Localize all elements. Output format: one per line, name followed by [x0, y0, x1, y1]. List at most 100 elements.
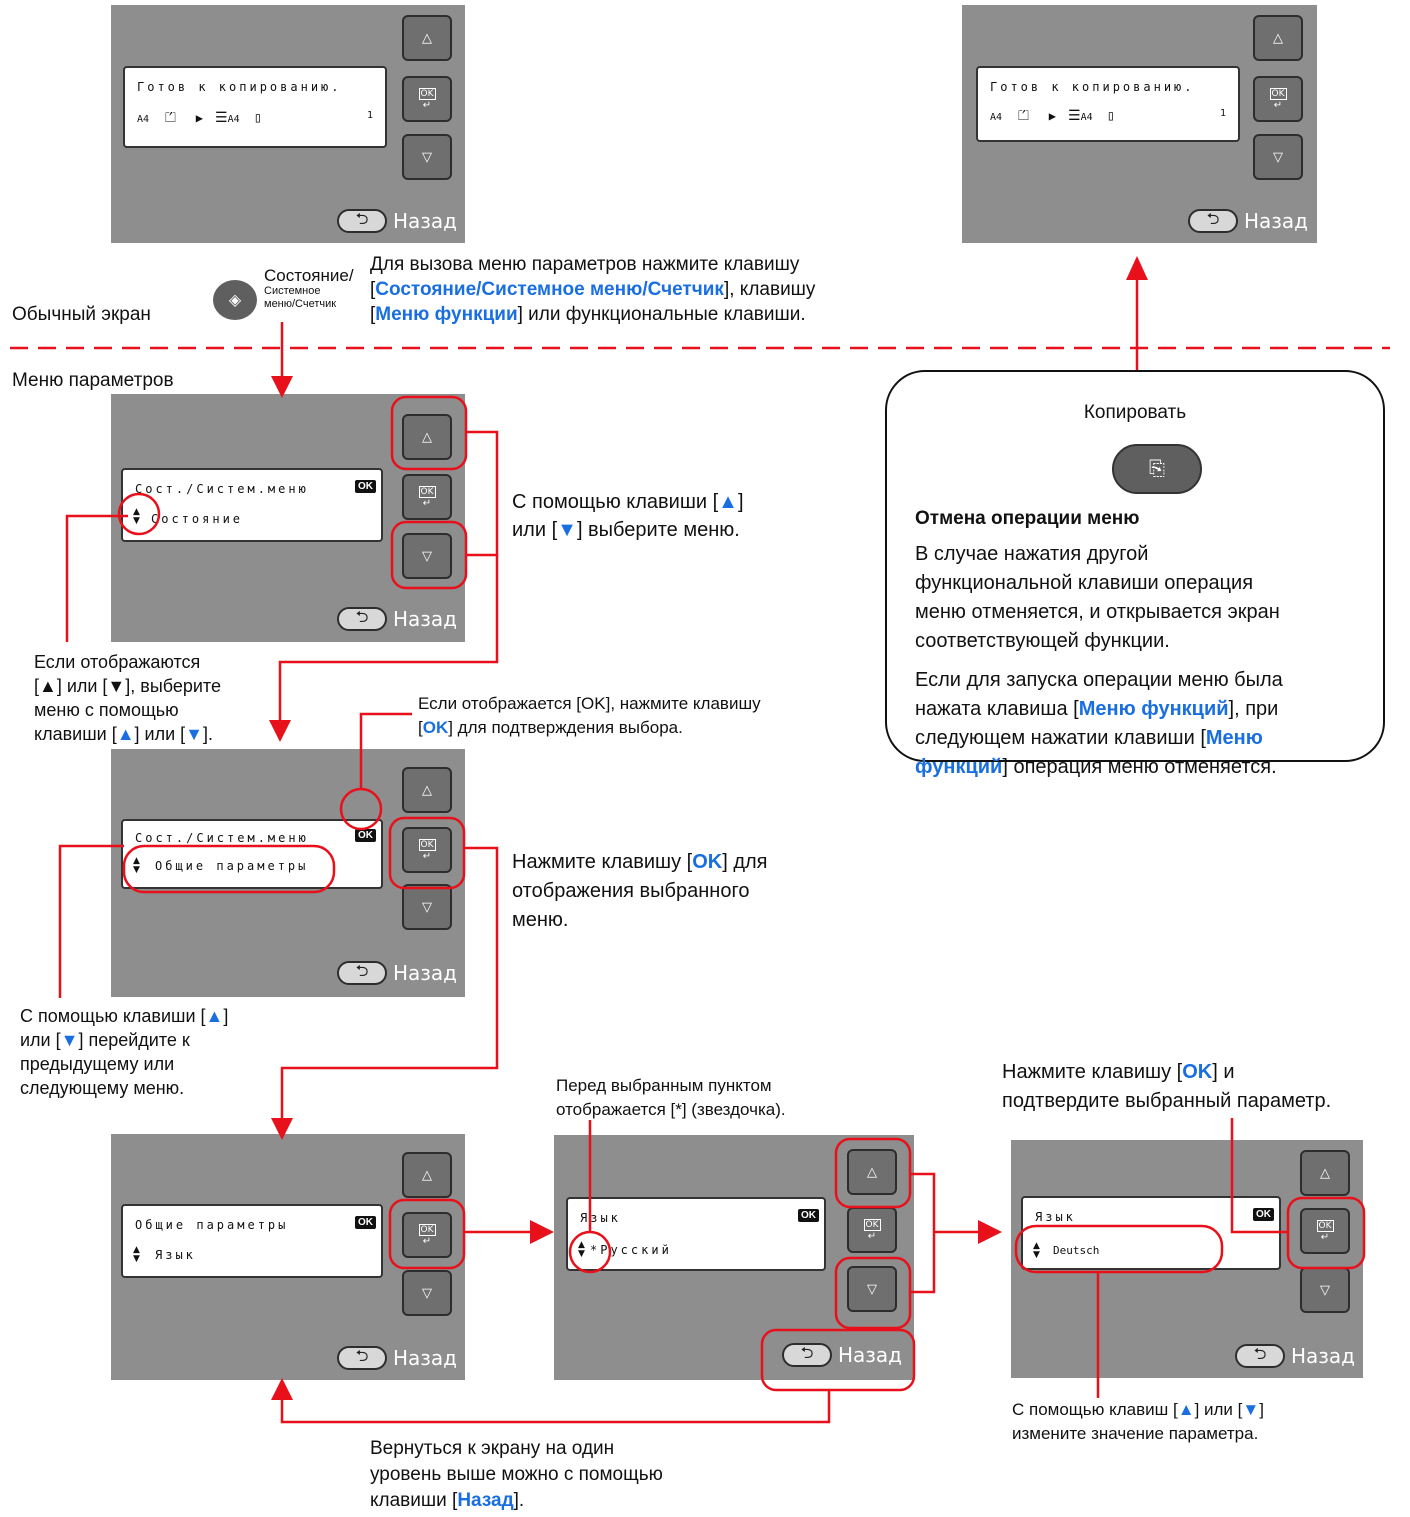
lcd-item: Состояние	[151, 512, 244, 526]
ok-button[interactable]: OK↵	[402, 474, 452, 520]
up-button[interactable]: △	[402, 15, 452, 61]
ok-enter-icon: OK↵	[863, 1218, 881, 1242]
ok-badge: OK	[798, 1209, 819, 1222]
back-button[interactable]: ⮌Назад	[337, 1346, 457, 1370]
callout-heading: Отмена операции меню	[915, 508, 1140, 529]
ok-button[interactable]: OK↵	[1300, 1208, 1350, 1254]
panel-language-changed: Язык OK ▲▼ Deutsch △ OK↵ ▽ ⮌Назад	[1011, 1140, 1363, 1378]
note-change-value: С помощью клавиш [▲] или [▼] измените зн…	[1012, 1400, 1264, 1443]
status-key-line2: Системное	[264, 285, 321, 297]
arrowhead-up-back	[271, 1378, 293, 1400]
ok-enter-icon: OK↵	[418, 838, 436, 862]
back-button[interactable]: ⮌Назад	[1188, 209, 1308, 233]
lcd-display: Сост./Систем.меню OK ▲▼ Состояние	[121, 468, 383, 542]
ok-badge: OK	[355, 829, 376, 842]
copy-count: 1	[1220, 108, 1227, 119]
back-button[interactable]: ⮌Назад	[782, 1343, 902, 1367]
panel-language-list: Язык OK ▲▼ *Русский △ OK↵ ▽ ⮌Назад	[554, 1135, 914, 1380]
ok-enter-icon: OK↵	[1269, 87, 1287, 111]
play-icon: ▶	[195, 111, 203, 125]
copy-key-icon[interactable]: ⎘	[1112, 444, 1202, 494]
arrowhead-down-2	[269, 720, 291, 742]
lcd-display: Общие параметры OK ▲▼ Язык	[121, 1204, 383, 1278]
back-button[interactable]: ⮌Назад	[1235, 1344, 1355, 1368]
lcd-title: Язык	[580, 1211, 621, 1225]
up-icon: △	[422, 782, 432, 798]
panel-normal-screen: Готов к копированию. A4 ⏍ ▶ ☰A4 ▯ 1 △ OK…	[111, 5, 465, 243]
lcd-item: Язык	[155, 1248, 196, 1262]
lcd-item: Deutsch	[1053, 1244, 1100, 1257]
ok-button[interactable]: OK↵	[402, 827, 452, 873]
ok-badge: OK	[355, 1216, 376, 1229]
cancel-menu-callout: Копировать ⎘ Отмена операции меню В случ…	[885, 370, 1385, 778]
status-key-label: Состояние/ Системное меню/Счетчик	[264, 266, 354, 311]
ok-button[interactable]: OK↵	[847, 1207, 897, 1253]
up-icon: △	[1273, 30, 1283, 46]
back-icon: ⮌	[337, 209, 387, 233]
down-button[interactable]: ▽	[1253, 134, 1303, 180]
down-button[interactable]: ▽	[847, 1266, 897, 1312]
back-label: Назад	[393, 961, 458, 985]
lcd-display: Готов к копированию. A4 ⏍ ▶ ☰A4 ▯ 1	[123, 66, 387, 148]
lcd-title: Сост./Систем.меню	[135, 831, 309, 845]
panel-menu-status: Сост./Систем.меню OK ▲▼ Состояние △ OK↵ …	[111, 394, 465, 642]
down-icon: ▽	[422, 1285, 432, 1301]
back-label: Назад	[393, 607, 458, 631]
down-icon: ▽	[422, 899, 432, 915]
up-button[interactable]: △	[1300, 1150, 1350, 1196]
back-icon: ⮌	[1188, 209, 1238, 233]
back-label: Назад	[838, 1343, 903, 1367]
arrowhead-right-1	[530, 1220, 554, 1244]
down-button[interactable]: ▽	[1300, 1267, 1350, 1313]
up-button[interactable]: △	[847, 1149, 897, 1195]
arrowhead-up-callout	[1126, 256, 1148, 280]
ok-button[interactable]: OK↵	[1253, 76, 1303, 122]
back-label: Назад	[393, 1346, 458, 1370]
back-label: Назад	[1291, 1344, 1356, 1368]
down-icon: ▽	[422, 548, 432, 564]
down-button[interactable]: ▽	[402, 884, 452, 930]
up-button[interactable]: △	[402, 1152, 452, 1198]
back-button[interactable]: ⮌Назад	[337, 961, 457, 985]
back-button[interactable]: ⮌Назад	[337, 209, 457, 233]
play-icon: ▶	[1048, 109, 1056, 123]
back-label: Назад	[1244, 209, 1309, 233]
up-icon: △	[422, 429, 432, 445]
note-select-menu: С помощью клавиши [▲] или [▼] выберите м…	[512, 491, 744, 541]
function-menu-key-name: Меню функции	[375, 304, 518, 325]
status-key-line1: Состояние/	[264, 266, 354, 285]
note-confirm: Нажмите клавишу [OK] и подтвердите выбра…	[1002, 1061, 1332, 1112]
landscape-icon: ⏍	[1018, 108, 1029, 124]
panel-menu-language: Общие параметры OK ▲▼ Язык △ OK↵ ▽ ⮌Наза…	[111, 1134, 465, 1380]
back-label: Назад	[393, 209, 458, 233]
tray-icon: ☰	[1068, 108, 1081, 124]
back-button[interactable]: ⮌Назад	[337, 607, 457, 631]
note-asterisk: Перед выбранным пунктом отображается [*]…	[556, 1076, 786, 1119]
lcd-display: Сост./Систем.меню OK ▲▼ Общие параметры	[121, 819, 383, 889]
up-down-indicator: ▲▼	[133, 1245, 140, 1264]
status-menu-key-name: Состояние/Системное меню/Счетчик	[375, 279, 724, 300]
callout-paragraph-2: Если для запуска операции меню была нажа…	[915, 669, 1283, 778]
up-down-indicator: ▲▼	[1033, 1241, 1040, 1260]
down-button[interactable]: ▽	[402, 134, 452, 180]
portrait-icon: ▯	[1106, 108, 1116, 124]
up-button[interactable]: △	[1253, 15, 1303, 61]
instruction-top-line1: Для вызова меню параметров нажмите клави…	[370, 254, 800, 275]
ok-button[interactable]: OK↵	[402, 76, 452, 122]
up-down-indicator: ▲▼	[133, 507, 140, 526]
up-button[interactable]: △	[402, 414, 452, 460]
status-menu-key-icon[interactable]: ◈	[213, 280, 257, 320]
callout-paragraph-1: В случае нажатия другой функциональной к…	[915, 543, 1280, 652]
down-button[interactable]: ▽	[402, 1270, 452, 1316]
down-button[interactable]: ▽	[402, 533, 452, 579]
paper-out-label: A4	[227, 114, 240, 125]
panel-menu-general: Сост./Систем.меню OK ▲▼ Общие параметры …	[111, 749, 465, 997]
connector-back	[280, 1390, 831, 1424]
up-down-indicator: ▲▼	[578, 1240, 585, 1259]
ok-badge: OK	[355, 480, 376, 493]
ok-button[interactable]: OK↵	[402, 1212, 452, 1258]
up-button[interactable]: △	[402, 767, 452, 813]
up-icon: △	[1320, 1165, 1330, 1181]
ok-badge: OK	[1253, 1208, 1274, 1221]
lcd-display: Готов к копированию. A4 ⏍ ▶ ☰A4 ▯ 1	[976, 66, 1240, 142]
